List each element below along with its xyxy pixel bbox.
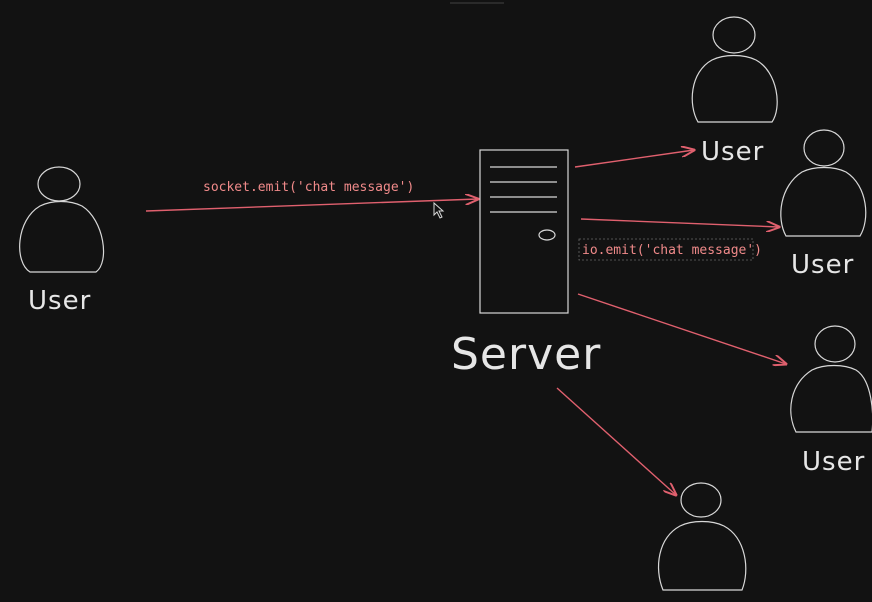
broadcast-arrow-1 xyxy=(574,150,694,168)
mouse-pointer-icon xyxy=(433,201,445,219)
server-label: Server xyxy=(451,329,601,380)
receiver-user-1: User xyxy=(691,16,778,167)
sender-user: User xyxy=(19,166,105,316)
server: Server xyxy=(451,149,601,380)
toolbar-strip xyxy=(450,2,504,4)
person-icon xyxy=(790,325,872,433)
broadcast-edges xyxy=(556,150,786,495)
person-icon xyxy=(691,16,778,123)
emit-label: socket.emit('chat message') xyxy=(203,180,414,195)
receiver-user-2-label: User xyxy=(791,250,854,280)
receiver-user-3: User xyxy=(790,325,872,477)
receiver-user-4 xyxy=(657,482,747,591)
broadcast-label: io.emit('chat message') xyxy=(582,243,762,258)
broadcast-arrow-4 xyxy=(556,387,676,495)
receiver-user-1-label: User xyxy=(701,137,764,167)
emit-edge: socket.emit('chat message') xyxy=(145,180,478,212)
broadcast-arrow-3 xyxy=(577,293,786,364)
person-icon xyxy=(780,129,867,237)
sender-user-label: User xyxy=(28,286,91,316)
broadcast-label-group[interactable]: io.emit('chat message') xyxy=(578,238,762,261)
person-icon xyxy=(19,166,105,273)
server-tower-icon xyxy=(479,149,569,314)
selection-box xyxy=(578,238,754,261)
person-icon xyxy=(657,482,747,591)
receiver-user-3-label: User xyxy=(802,447,865,477)
broadcast-arrow-2 xyxy=(580,218,779,227)
receiver-user-2: User xyxy=(780,129,867,280)
